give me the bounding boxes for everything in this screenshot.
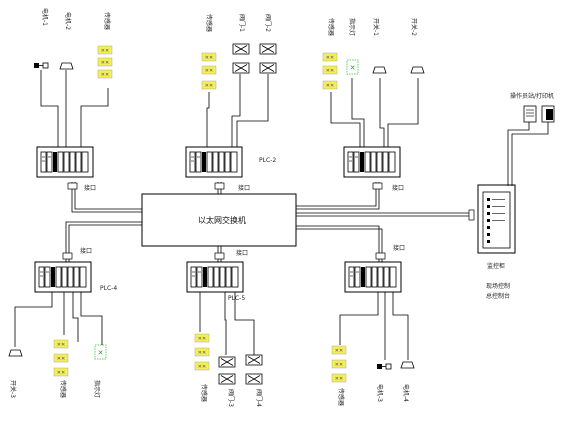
field-devices-bottom-right[interactable]	[331, 345, 415, 383]
field-label: 阀门-4	[255, 389, 263, 407]
operator-station[interactable]: 操作员站/打印机	[507, 92, 555, 186]
field-label: 传感器	[59, 380, 67, 398]
cable-connectors	[62, 182, 475, 260]
field-devices-top-right[interactable]	[322, 52, 425, 90]
field-label: 传感器	[205, 14, 213, 32]
field-wiring-top-right	[330, 78, 419, 147]
field-label: 电机-4	[402, 384, 410, 402]
field-wiring-top-left	[40, 70, 109, 147]
ethernet-switch[interactable]: 以太网交换机	[141, 193, 297, 247]
plc-2-label: PLC-2	[259, 157, 276, 164]
field-wiring-top-mid	[206, 74, 269, 147]
plc-6-drop-label: 接口	[393, 244, 405, 252]
cabinet-caption-2: 总控制台	[486, 292, 510, 300]
plc-2-drop-label: 接口	[238, 184, 250, 192]
plc-4-label: PLC-4	[100, 285, 117, 292]
field-label: 指示灯	[93, 380, 101, 398]
field-label: 开关-1	[372, 18, 380, 36]
plc-3[interactable]: 接口	[343, 146, 404, 192]
field-label: 电机-3	[376, 384, 384, 402]
field-devices-bottom-left[interactable]	[8, 339, 107, 377]
plc-1-drop-label: 接口	[84, 184, 96, 192]
field-label: 传感器	[200, 384, 208, 402]
field-devices-top-mid[interactable]	[201, 43, 277, 90]
field-wiring-bottom-right	[339, 292, 409, 360]
field-devices-top-left[interactable]	[33, 45, 113, 79]
field-wiring-bottom-mid	[199, 292, 255, 355]
control-cabinet[interactable]: 监控柜 现场控制 总控制台	[477, 184, 516, 300]
plc-6[interactable]: 接口	[344, 244, 405, 293]
plc-2[interactable]: PLC-2 接口	[185, 146, 276, 192]
field-label: 开关-3	[9, 380, 17, 398]
field-label: 电机-2	[64, 12, 72, 30]
plc-5-drop-label: 接口	[236, 249, 248, 257]
field-devices-bottom-mid[interactable]	[194, 333, 263, 385]
cabinet-label: 监控柜	[487, 262, 505, 270]
plc-5[interactable]: PLC-5 接口	[186, 249, 248, 302]
field-label: 阀门-2	[264, 14, 272, 32]
field-label: 传感器	[103, 12, 111, 30]
field-label: 开关-2	[410, 18, 418, 36]
plc-4[interactable]: PLC-4 接口	[34, 247, 117, 293]
cabinet-caption-1: 现场控制	[486, 282, 510, 290]
field-labels: 电机-1 电机-2 传感器 传感器 阀门-1 阀门-2 传感器 指示灯 开关-1…	[9, 8, 418, 407]
operator-station-label: 操作员站/打印机	[510, 92, 554, 100]
field-label: 指示灯	[348, 18, 356, 36]
field-label: 阀门-3	[227, 389, 235, 407]
network-cables	[65, 182, 470, 262]
field-label: 电机-1	[41, 8, 49, 26]
field-label: 传感器	[327, 18, 335, 36]
field-label: 传感器	[337, 388, 345, 406]
field-wiring-bottom-left	[14, 292, 103, 347]
plc-1[interactable]: 接口	[36, 146, 96, 192]
plc-4-drop-label: 接口	[80, 247, 92, 255]
field-label: 阀门-1	[238, 14, 246, 32]
plc-3-drop-label: 接口	[392, 184, 404, 192]
plc-5-label: PLC-5	[228, 295, 245, 302]
switch-label: 以太网交换机	[198, 215, 246, 225]
